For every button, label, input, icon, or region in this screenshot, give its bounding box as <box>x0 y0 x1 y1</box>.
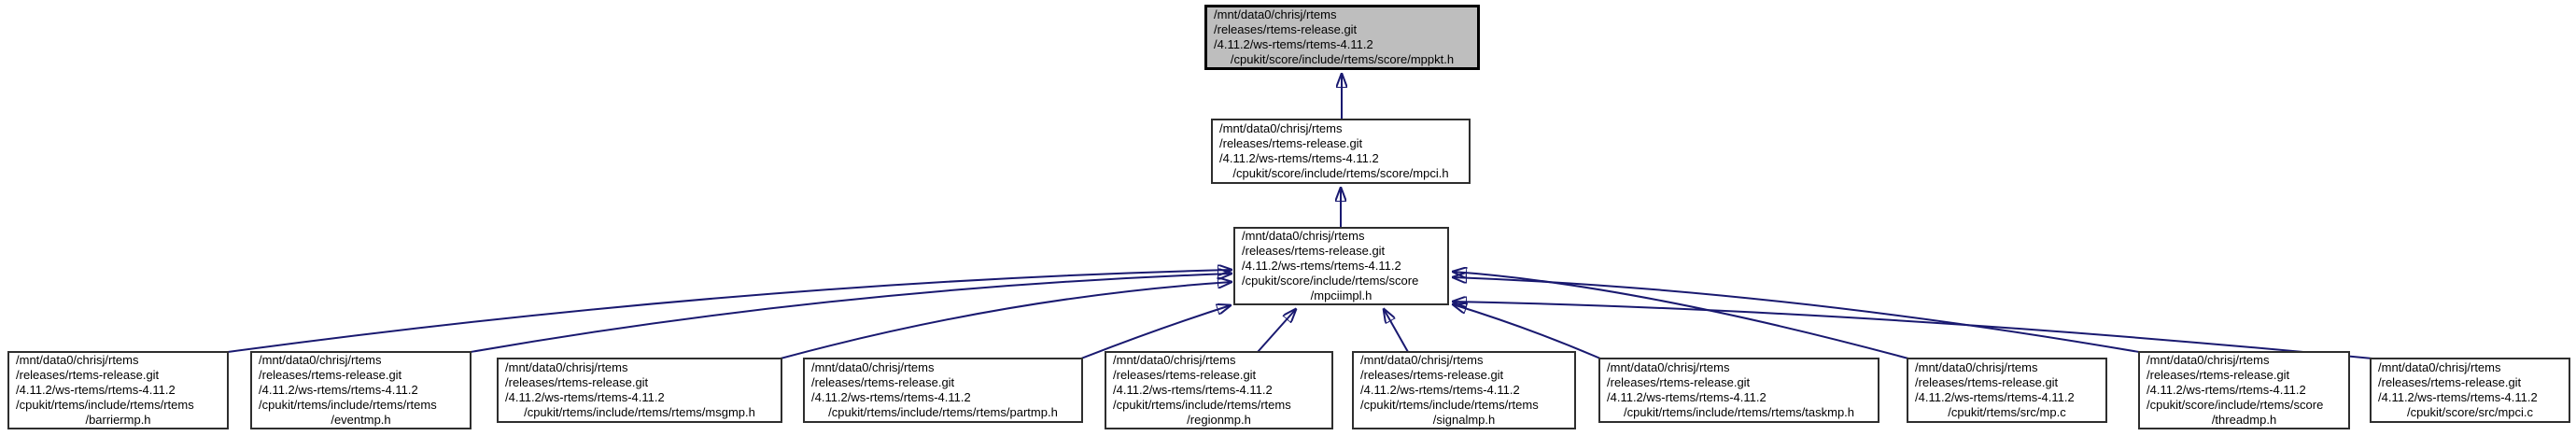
node-text-line: /releases/rtems-release.git <box>1113 368 1257 382</box>
node-text-line: /mnt/data0/chrisj/rtems <box>2147 353 2270 367</box>
graph-node-signalmp-h[interactable]: /mnt/data0/chrisj/rtems /releases/rtems-… <box>1352 351 1576 429</box>
node-text-line: /releases/rtems-release.git <box>2147 368 2290 382</box>
node-text-line: /mnt/data0/chrisj/rtems <box>1915 360 2038 374</box>
node-text-line: /mnt/data0/chrisj/rtems <box>2378 360 2501 374</box>
edge-mpci_c-to-mpciimpl <box>1453 302 2373 359</box>
node-text-line: /cpukit/score/src/mpci.c <box>2406 405 2534 419</box>
node-text-line: /cpukit/score/include/rtems/score/mppkt.… <box>1230 52 1455 66</box>
edge-threadmp-to-mpciimpl <box>1453 277 2140 353</box>
node-text-line: /cpukit/rtems/include/rtems/rtems <box>1113 398 1291 412</box>
node-text-line: /signalmp.h <box>1432 413 1496 427</box>
node-text-line: /mnt/data0/chrisj/rtems <box>1113 353 1236 367</box>
node-text-line: /releases/rtems-release.git <box>1360 368 1504 382</box>
graph-node-threadmp-h[interactable]: /mnt/data0/chrisj/rtems /releases/rtems-… <box>2138 351 2350 429</box>
node-text-line: /mnt/data0/chrisj/rtems <box>16 353 139 367</box>
graph-node-mpci-c[interactable]: /mnt/data0/chrisj/rtems /releases/rtems-… <box>2370 358 2570 423</box>
node-text-line: /4.11.2/ws-rtems/rtems-4.11.2 <box>1214 37 1373 51</box>
node-text-line: /cpukit/score/include/rtems/score <box>1242 274 1419 288</box>
graph-node-partmp-h[interactable]: /mnt/data0/chrisj/rtems /releases/rtems-… <box>803 358 1083 423</box>
node-text-line: /4.11.2/ws-rtems/rtems-4.11.2 <box>1607 390 1767 404</box>
node-text-line: /releases/rtems-release.git <box>1242 244 1386 258</box>
node-text-line: /4.11.2/ws-rtems/rtems-4.11.2 <box>1915 390 2075 404</box>
node-text-line: /releases/rtems-release.git <box>1607 375 1751 389</box>
graph-node-taskmp-h[interactable]: /mnt/data0/chrisj/rtems /releases/rtems-… <box>1598 358 1879 423</box>
node-text-line: /releases/rtems-release.git <box>259 368 402 382</box>
node-text-line: /mnt/data0/chrisj/rtems <box>505 360 628 374</box>
node-text-line: /4.11.2/ws-rtems/rtems-4.11.2 <box>2378 390 2538 404</box>
node-text-line: /mnt/data0/chrisj/rtems <box>1360 353 1484 367</box>
node-text-line: /releases/rtems-release.git <box>1219 136 1363 150</box>
edge-msgmp-to-mpciimpl <box>780 282 1232 359</box>
node-text-line: /4.11.2/ws-rtems/rtems-4.11.2 <box>811 390 971 404</box>
graph-node-mppkt-h: /mnt/data0/chrisj/rtems /releases/rtems-… <box>1204 5 1480 70</box>
graph-node-barriermp-h[interactable]: /mnt/data0/chrisj/rtems /releases/rtems-… <box>7 351 229 429</box>
node-text-line: /releases/rtems-release.git <box>1915 375 2059 389</box>
edge-barriermp-to-mpciimpl <box>227 270 1232 353</box>
node-text-line: /4.11.2/ws-rtems/rtems-4.11.2 <box>505 390 665 404</box>
node-text-line: /mnt/data0/chrisj/rtems <box>1242 229 1365 243</box>
node-text-line: /cpukit/rtems/include/rtems/rtems/partmp… <box>828 405 1058 419</box>
node-text-line: /4.11.2/ws-rtems/rtems-4.11.2 <box>1219 151 1379 165</box>
node-text-line: /releases/rtems-release.git <box>811 375 955 389</box>
node-text-line: /releases/rtems-release.git <box>1214 22 1358 36</box>
node-text-line: /cpukit/rtems/include/rtems/rtems <box>1360 398 1539 412</box>
node-text-line: /cpukit/rtems/include/rtems/rtems <box>16 398 194 412</box>
node-text-line: /4.11.2/ws-rtems/rtems-4.11.2 <box>16 383 176 397</box>
node-text-line: /4.11.2/ws-rtems/rtems-4.11.2 <box>1242 259 1401 273</box>
node-text-line: /mnt/data0/chrisj/rtems <box>1607 360 1730 374</box>
node-text-line: /cpukit/rtems/include/rtems/rtems <box>259 398 437 412</box>
node-text-line: /4.11.2/ws-rtems/rtems-4.11.2 <box>2147 383 2306 397</box>
node-text-line: /mpciimpl.h <box>1310 288 1372 302</box>
graph-node-eventmp-h[interactable]: /mnt/data0/chrisj/rtems /releases/rtems-… <box>250 351 472 429</box>
node-text-line: /4.11.2/ws-rtems/rtems-4.11.2 <box>1113 383 1273 397</box>
node-text-line: /eventmp.h <box>331 413 391 427</box>
node-text-line: /4.11.2/ws-rtems/rtems-4.11.2 <box>259 383 418 397</box>
node-text-line: /4.11.2/ws-rtems/rtems-4.11.2 <box>1360 383 1520 397</box>
node-text-line: /cpukit/rtems/include/rtems/rtems/msgmp.… <box>524 405 755 419</box>
node-text-line: /cpukit/rtems/src/mp.c <box>1948 405 2066 419</box>
edge-mp_c-to-mpciimpl <box>1453 272 1909 359</box>
edge-partmp-to-mpciimpl <box>1080 305 1231 359</box>
graph-node-mpci-h[interactable]: /mnt/data0/chrisj/rtems /releases/rtems-… <box>1211 119 1471 184</box>
node-text-line: /releases/rtems-release.git <box>2378 375 2522 389</box>
node-text-line: /cpukit/score/include/rtems/score/mpci.h <box>1232 166 1449 180</box>
node-text-line: /mnt/data0/chrisj/rtems <box>1214 7 1337 21</box>
node-text-line: /barriermp.h <box>85 413 151 427</box>
node-text-line: /mnt/data0/chrisj/rtems <box>259 353 382 367</box>
node-text-line: /releases/rtems-release.git <box>16 368 160 382</box>
edge-taskmp-to-mpciimpl <box>1453 304 1601 359</box>
edge-signalmp-to-mpciimpl <box>1384 309 1409 353</box>
edge-eventmp-to-mpciimpl <box>470 274 1232 353</box>
graph-node-msgmp-h[interactable]: /mnt/data0/chrisj/rtems /releases/rtems-… <box>497 358 782 423</box>
node-text-line: /cpukit/rtems/include/rtems/rtems/taskmp… <box>1623 405 1855 419</box>
node-text-line: /mnt/data0/chrisj/rtems <box>1219 121 1343 135</box>
node-text-line: /mnt/data0/chrisj/rtems <box>811 360 935 374</box>
graph-node-regionmp-h[interactable]: /mnt/data0/chrisj/rtems /releases/rtems-… <box>1105 351 1333 429</box>
edge-regionmp-to-mpciimpl <box>1257 309 1296 353</box>
graph-node-mpciimpl-h[interactable]: /mnt/data0/chrisj/rtems /releases/rtems-… <box>1233 227 1449 305</box>
node-text-line: /releases/rtems-release.git <box>505 375 649 389</box>
graph-node-mp-c[interactable]: /mnt/data0/chrisj/rtems /releases/rtems-… <box>1907 358 2107 423</box>
node-text-line: /threadmp.h <box>2211 413 2277 427</box>
node-text-line: /cpukit/score/include/rtems/score <box>2147 398 2324 412</box>
node-text-line: /regionmp.h <box>1187 413 1251 427</box>
